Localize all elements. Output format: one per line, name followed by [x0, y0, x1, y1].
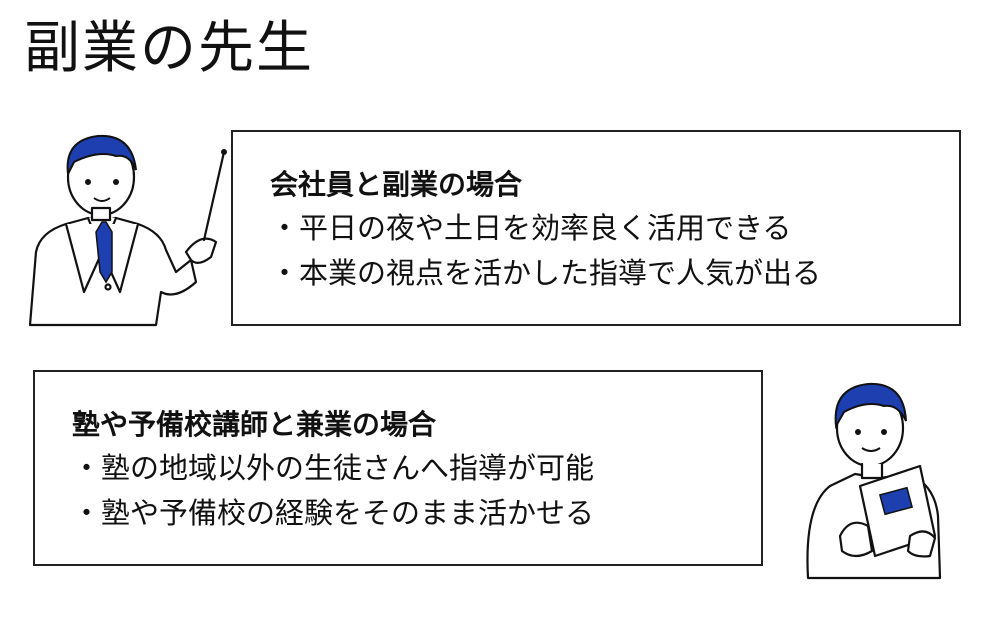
section-heading: 会社員と副業の場合: [270, 168, 523, 201]
list-item: ・本業の視点を活かした指導で人気が出る: [270, 256, 822, 290]
section-heading: 塾や予備校講師と兼業の場合: [72, 408, 437, 441]
office-worker-section: 会社員と副業の場合 ・平日の夜や土日を効率良く活用できる ・本業の視点を活かした…: [231, 130, 961, 326]
cram-school-section: 塾や予備校講師と兼業の場合 ・塾の地域以外の生徒さんへ指導が可能 ・塾や予備校の…: [33, 370, 763, 566]
list-item: ・平日の夜や土日を効率良く活用できる: [270, 211, 792, 245]
student-illustration: [806, 382, 942, 580]
list-item: ・塾の地域以外の生徒さんへ指導が可能: [72, 451, 595, 485]
list-item: ・塾や予備校の経験をそのまま活かせる: [72, 496, 595, 530]
page-title: 副業の先生: [24, 16, 314, 81]
teacher-illustration: [28, 134, 227, 327]
